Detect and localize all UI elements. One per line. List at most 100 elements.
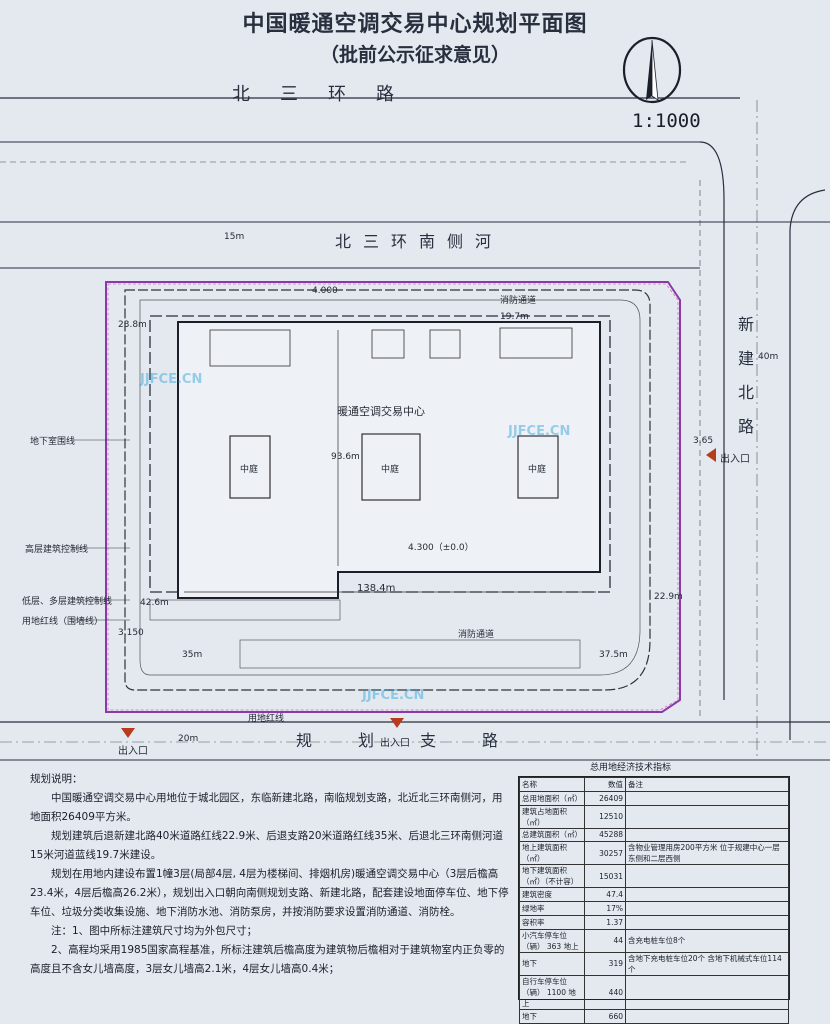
table-cell: 小汽车停车位（辆） 363 地上 (519, 928, 585, 953)
dim-length: 138.4m (357, 583, 396, 594)
table-cell (625, 790, 789, 806)
table-cell (625, 901, 789, 916)
table-cell: 建筑密度 (519, 887, 585, 903)
road-width-east: 40m (758, 352, 779, 362)
road-name-east: 新建北路 (735, 316, 754, 452)
notes-heading: 规划说明： (30, 773, 83, 785)
econ-indicator-table: 名称 数值 备注 总用地面积（㎡）26409 建筑占地面积（㎡）12510 总建… (518, 776, 790, 1024)
setback-west: 23.8m (118, 320, 147, 330)
table-cell: 17% (584, 901, 626, 916)
table-cell: 容积率 (519, 914, 585, 930)
table-cell (625, 974, 789, 1010)
notes-paragraph-3: 规划在用地内建设布置1幢3层(局部4层, 4层为楼梯间、排烟机房)暖通空调交易中… (30, 868, 509, 918)
table-cell: 45288 (584, 827, 626, 843)
table-cell: 30257 (584, 841, 626, 866)
table-row: 总用地面积（㎡）26409 (519, 790, 789, 806)
entrance-label-sw: 出入口 (118, 746, 148, 757)
table-cell: 26409 (584, 790, 626, 806)
table-cell: 440 (584, 974, 626, 1010)
elevation-east: 3.65 (693, 436, 714, 446)
table-cell (625, 914, 789, 930)
table-header-cell: 名称 (519, 777, 585, 792)
court-label-center: 中庭 (381, 465, 400, 475)
table-row: 总建筑面积（㎡）45288 (519, 827, 789, 843)
econ-table-title: 总用地经济技术指标 (590, 763, 672, 773)
legend-red-line: 用地红线（围墙线） (22, 617, 104, 627)
table-cell: 12510 (584, 804, 626, 829)
watermark: JJFCE.CN (140, 372, 203, 387)
court-label-east: 中庭 (528, 465, 547, 475)
road-width-north: 15m (224, 232, 245, 242)
notes-paragraph-1: 中国暖通空调交易中心用地位于城北园区，东临新建北路，南临规划支路，北近北三环南侧… (30, 792, 503, 823)
table-cell: 1.37 (584, 914, 626, 930)
table-cell (625, 827, 789, 843)
elevation-main: 4.300（±0.0） (408, 543, 474, 553)
legend-highrise-line: 高层建筑控制线 (25, 545, 89, 555)
fire-lane-label-north: 消防通道 (500, 296, 537, 306)
planning-notes: 规划说明： 中国暖通空调交易中心用地位于城北园区，东临新建北路，南临规划支路，北… (30, 770, 510, 979)
building-name: 暖通空调交易中心 (337, 405, 425, 418)
table-cell: 47.4 (584, 887, 626, 903)
table-cell (625, 864, 789, 889)
scale-label: 1:1000 (632, 110, 701, 132)
table-row: 建筑占地面积（㎡）12510 (519, 804, 789, 829)
table-header-row: 名称 数值 备注 (519, 777, 789, 792)
table-cell: 地下 (519, 1008, 585, 1024)
road-name-south: 规划支路 (296, 731, 545, 750)
watermark: JJFCE.CN (362, 688, 425, 703)
entrance-label-east: 出入口 (720, 454, 750, 465)
setback-east: 22.9m (654, 592, 683, 602)
table-cell (625, 887, 789, 903)
watermark: JJFCE.CN (508, 424, 571, 439)
road-width-south: 20m (178, 734, 199, 744)
entrance-label-s: 出入口 (380, 738, 410, 749)
table-cell: 地上建筑面积（㎡） (519, 841, 585, 866)
table-row: 地下建筑面积（㎡）（不计容）15031 (519, 864, 789, 889)
notes-note-1: 注：1、图中所标注建筑尺寸均为外包尺寸； (51, 925, 258, 937)
elevation-north: 4.000 (312, 286, 338, 296)
table-cell: 建筑占地面积（㎡） (519, 804, 585, 829)
court-label-west: 中庭 (240, 465, 259, 475)
table-header-cell: 数值 (584, 777, 626, 792)
north-arrow-icon (622, 36, 682, 104)
site-plan-drawing (0, 36, 830, 761)
table-cell (625, 804, 789, 829)
table-cell: 地下建筑面积（㎡）（不计容） (519, 864, 585, 889)
notes-note-2: 2、高程均采用1985国家高程基准，所标注建筑后檐高度为建筑物后檐相对于建筑物室… (30, 944, 505, 975)
dim-42: 42.6m (140, 598, 169, 608)
table-cell: 地下 (519, 951, 585, 976)
road-name-north: 北三环路 (232, 84, 424, 105)
legend-underground-line: 地下室围线 (30, 437, 76, 447)
river-name: 北三环南侧河 (335, 232, 504, 251)
table-cell: 含充电桩车位8个 (625, 928, 789, 953)
table-cell: 含地下充电桩车位20个 含地下机械式车位114个 (625, 951, 789, 976)
table-cell: 绿地率 (519, 901, 585, 916)
table-cell (625, 1008, 789, 1024)
legend-lowrise-line: 低层、多层建筑控制线 (22, 597, 113, 607)
legend-red-line-bottom: 用地红线 (248, 714, 285, 724)
table-header-cell: 备注 (625, 777, 789, 792)
notes-paragraph-2: 规划建筑后退新建北路40米道路红线22.9米、后退支路20米道路红线35米、后退… (30, 830, 503, 861)
dim-width: 93.6m (331, 452, 360, 462)
table-cell: 自行车停车位（辆） 1100 地上 (519, 974, 585, 1010)
fire-lane-label: 消防通道 (458, 630, 495, 640)
table-cell: 总用地面积（㎡） (519, 790, 585, 806)
entrance-marker-sw (121, 728, 135, 738)
table-cell: 含物业管理用房200平方米 位于规建中心一层东侧和二层西侧 (625, 841, 789, 866)
elevation-sw: 3.150 (118, 628, 144, 638)
setback-south: 35m (182, 650, 203, 660)
entrance-marker-e (706, 448, 716, 462)
table-cell: 15031 (584, 864, 626, 889)
table-cell: 660 (584, 1008, 626, 1024)
plan-subtitle: （批前公示征求意见） (319, 44, 510, 66)
table-cell: 319 (584, 951, 626, 976)
plan-title: 中国暖通空调交易中心规划平面图 (242, 12, 588, 37)
entrance-marker-s (390, 718, 404, 728)
